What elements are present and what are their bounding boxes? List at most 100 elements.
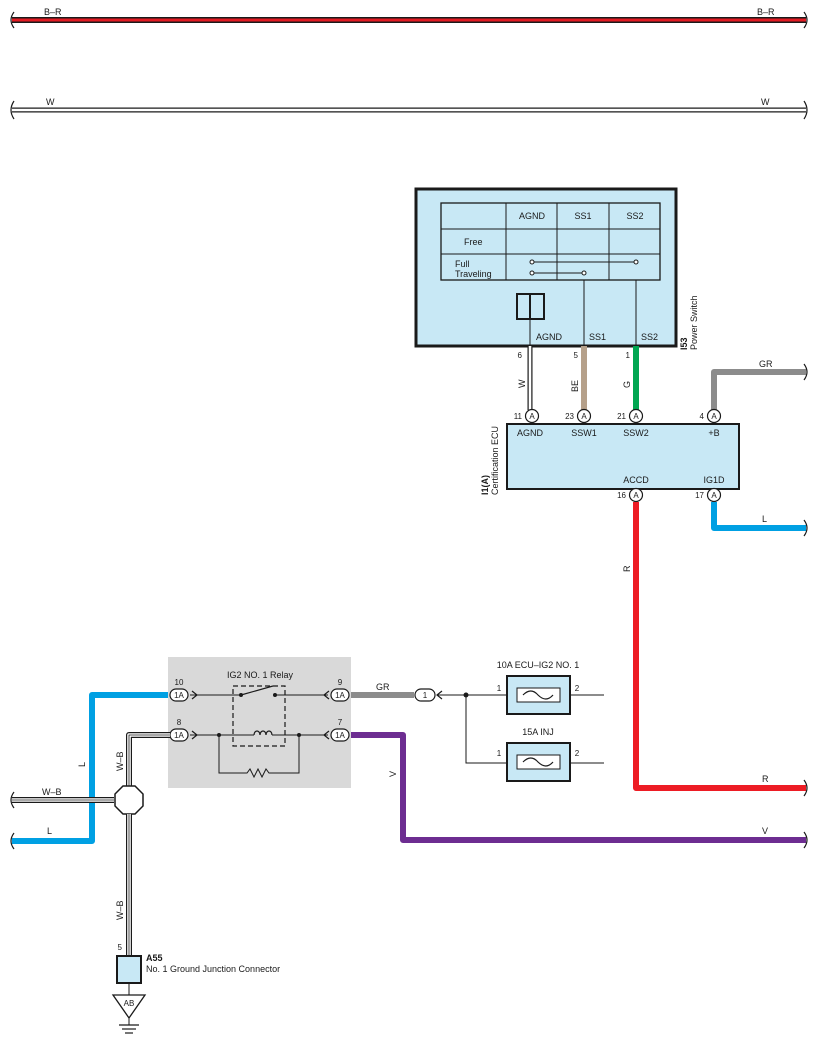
ps-row-full: Full xyxy=(455,259,470,269)
wire-label-l-ig1d: L xyxy=(762,514,767,524)
wire-label-l-left: L xyxy=(47,826,52,836)
fuse-1-name: 10A ECU–IG2 NO. 1 xyxy=(497,660,580,670)
ecu-terminal-accd: ACCD xyxy=(623,475,649,485)
svg-text:1A: 1A xyxy=(174,731,184,740)
wire-l-relay xyxy=(10,692,168,850)
fuse-1-pin-left: 1 xyxy=(497,684,502,693)
svg-text:A: A xyxy=(711,491,717,500)
fuse-2-pin-left: 1 xyxy=(497,749,502,758)
power-switch-table xyxy=(440,202,661,281)
ps-pin-5: 5 xyxy=(574,351,579,360)
fuse-2-name: 15A INJ xyxy=(522,727,554,737)
ecu-pin-plus-b: A xyxy=(706,408,722,424)
fuse-1-icon xyxy=(516,687,561,703)
ecu-pin-ig1d: A xyxy=(706,487,722,503)
ground-point-label: AB xyxy=(124,999,135,1008)
relay-resistor-icon xyxy=(218,735,300,779)
svg-text:A: A xyxy=(633,491,639,500)
wire-label-agnd: W xyxy=(517,379,527,388)
relay-pin-7: 1A xyxy=(330,728,350,742)
wire-gr-plus-b xyxy=(711,363,808,410)
ecu-pin-num-21: 21 xyxy=(617,412,626,421)
wire-l-ig1d xyxy=(711,502,808,537)
junction-connector: 1 xyxy=(414,688,436,702)
svg-text:1A: 1A xyxy=(174,691,184,700)
wire-label-l-vert: L xyxy=(77,762,87,767)
wire-v xyxy=(351,732,808,849)
relay-pin-8: 1A xyxy=(169,728,189,742)
ps-pin-1: 1 xyxy=(626,351,631,360)
ecu-code: I1(A) xyxy=(480,475,490,495)
ecu-pin-accd: A xyxy=(628,487,644,503)
ecu-terminal-plus-b: +B xyxy=(708,428,719,438)
wire-label-v-end: V xyxy=(762,826,768,836)
wire-label-gr-relay: GR xyxy=(376,682,390,692)
relay-pin-num-10: 10 xyxy=(175,678,184,687)
wire-label-gr-plus-b: GR xyxy=(759,359,773,369)
wire-br-top xyxy=(10,11,808,29)
ecu-terminal-ssw1: SSW1 xyxy=(571,428,597,438)
wire-label-r-end: R xyxy=(762,774,769,784)
ecu-pin-num-11: 11 xyxy=(514,412,523,421)
relay-contact-icon xyxy=(190,685,328,697)
certification-ecu-box xyxy=(506,423,740,490)
wire-label-w-right: W xyxy=(761,97,770,107)
ecu-pin-num-17: 17 xyxy=(695,491,704,500)
relay-pin-10: 1A xyxy=(169,688,189,702)
svg-text:A: A xyxy=(633,412,639,421)
wire-label-br-right: B–R xyxy=(757,7,775,17)
ground-icon xyxy=(111,994,147,1034)
ground-connector-box xyxy=(116,955,142,984)
ps-row-traveling: Traveling xyxy=(455,269,492,279)
relay-pin-num-8: 8 xyxy=(177,718,182,727)
wire-label-br-left: B–R xyxy=(44,7,62,17)
relay-pin-num-7: 7 xyxy=(338,718,343,727)
wire-label-wb-vert: W–B xyxy=(115,751,125,771)
ecu-pin-ssw2: A xyxy=(628,408,644,424)
wire-label-w-left: W xyxy=(46,97,55,107)
ecu-pin-num-23: 23 xyxy=(565,412,574,421)
wire-label-wb-lower: W–B xyxy=(115,900,125,920)
ecu-pin-agnd: A xyxy=(524,408,540,424)
wire-label-wb-left: W–B xyxy=(42,787,62,797)
svg-text:1A: 1A xyxy=(335,691,345,700)
svg-text:A: A xyxy=(711,412,717,421)
ps-pin-6: 6 xyxy=(518,351,523,360)
relay-background xyxy=(168,657,351,788)
ecu-terminal-agnd: AGND xyxy=(517,428,544,438)
ps-header-ss1: SS1 xyxy=(574,211,591,221)
fuse-2-pin-right: 2 xyxy=(575,749,580,758)
ground-connector-name: No. 1 Ground Junction Connector xyxy=(146,964,280,974)
wire-wb-relay xyxy=(126,732,170,787)
ecu-terminal-ssw2: SSW2 xyxy=(623,428,649,438)
fuse-1-pin-right: 2 xyxy=(575,684,580,693)
svg-text:A: A xyxy=(581,412,587,421)
ecu-pin-num-16: 16 xyxy=(617,491,626,500)
svg-text:A: A xyxy=(529,412,535,421)
svg-text:1A: 1A xyxy=(335,731,345,740)
wire-r-accd xyxy=(633,502,808,797)
fuse-2-icon xyxy=(516,754,561,770)
ps-header-agnd: AGND xyxy=(519,211,546,221)
power-switch-name: Power Switch xyxy=(689,295,699,350)
relay-coil-icon xyxy=(190,730,328,737)
ecu-terminal-ig1d: IG1D xyxy=(703,475,725,485)
svg-text:1: 1 xyxy=(423,691,428,700)
wire-label-ss2: G xyxy=(622,381,632,388)
ps-terminal-ss1: SS1 xyxy=(589,332,606,342)
ps-header-ss2: SS2 xyxy=(626,211,643,221)
relay-coil-box xyxy=(232,685,286,747)
relay-pin-9: 1A xyxy=(330,688,350,702)
relay-pin-num-9: 9 xyxy=(338,678,343,687)
ecu-pin-ssw1: A xyxy=(576,408,592,424)
ps-terminal-agnd: AGND xyxy=(536,332,563,342)
power-switch-code: I53 xyxy=(679,337,689,350)
relay-name: IG2 NO. 1 Relay xyxy=(227,670,294,680)
ps-terminal-ss2: SS2 xyxy=(641,332,658,342)
wire-label-r-accd: R xyxy=(622,565,632,572)
ecu-pin-num-4: 4 xyxy=(700,412,705,421)
junction-octagon-icon xyxy=(114,785,144,815)
ground-connector-pin: 5 xyxy=(118,943,123,952)
wire-label-v-vert: V xyxy=(388,771,398,777)
